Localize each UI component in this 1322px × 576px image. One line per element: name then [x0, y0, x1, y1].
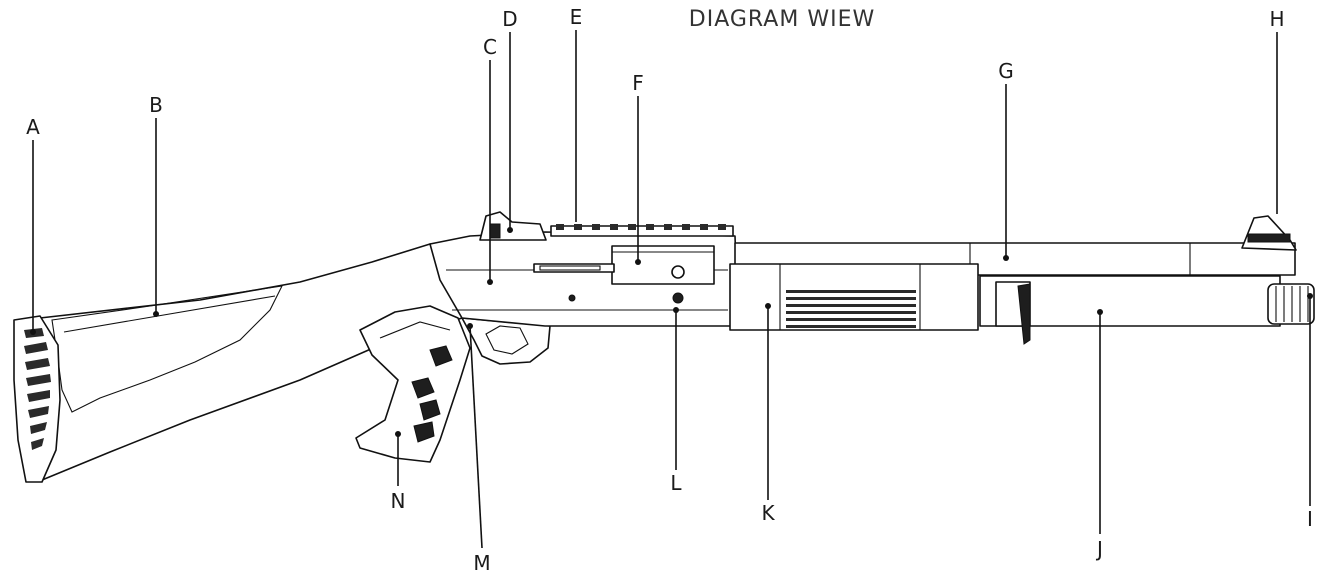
trigger-guard [461, 317, 551, 365]
forend [729, 263, 979, 331]
diagram-title: DIAGRAM WIEW [689, 7, 875, 32]
callout-h: H [1269, 7, 1284, 31]
callout-a: A [26, 115, 40, 139]
magazine-cap [1267, 283, 1315, 325]
magazine-tube [979, 275, 1281, 345]
pistol-grip [355, 305, 471, 463]
callout-d: D [502, 7, 517, 31]
callout-j: J [1095, 537, 1103, 561]
callout-labels: A B C D E F G H I J K L M N [26, 5, 1313, 575]
callout-f: F [632, 71, 644, 95]
callout-b: B [149, 93, 163, 117]
callout-g: G [998, 59, 1014, 83]
recoil-pad [13, 315, 61, 483]
front-sight [1241, 215, 1297, 251]
picatinny-rail [550, 224, 734, 237]
callout-n: N [391, 489, 406, 513]
callout-m: M [473, 551, 490, 575]
forend-grip-ribs [786, 290, 916, 328]
receiver [429, 211, 739, 327]
callout-k: K [761, 501, 775, 525]
callout-c: C [483, 35, 497, 59]
callout-i: I [1307, 507, 1313, 531]
callout-l: L [670, 471, 682, 495]
callout-e: E [570, 5, 583, 29]
recoil-pad-ribs [24, 328, 51, 450]
callout-leaders [30, 30, 1313, 549]
